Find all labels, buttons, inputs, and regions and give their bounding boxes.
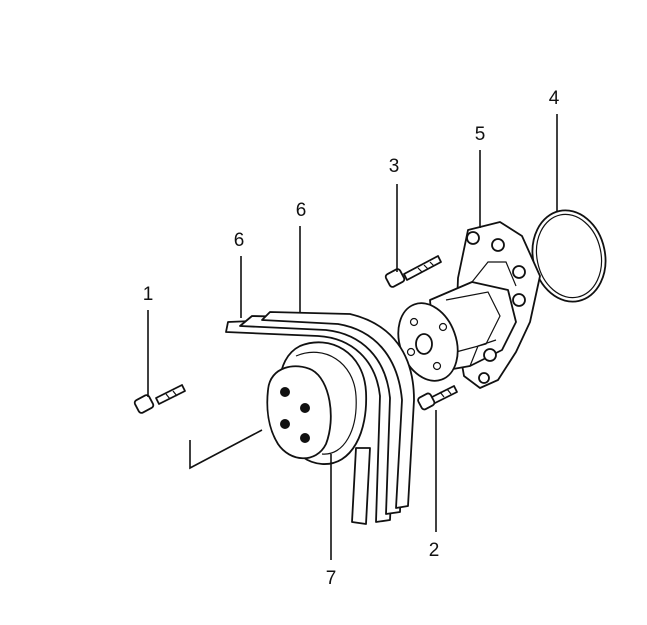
callout-labels: 1 2 3 4 5 6 6 7 [143,88,560,589]
leader-lines [147,114,558,560]
callout-2: 2 [429,540,440,561]
callout-4: 4 [549,88,560,109]
bolt-lower [417,385,458,411]
leader-1-pulley [189,429,263,470]
callout-1: 1 [143,284,154,305]
callout-7: 7 [326,568,337,589]
callout-6a: 6 [234,230,245,251]
gasket-ring [531,209,607,303]
bolt-left [133,384,186,414]
pulley [266,341,368,465]
callout-6b: 6 [296,200,307,221]
pump-housing [397,221,541,389]
bolt-upper [384,255,442,288]
callout-5: 5 [475,124,486,145]
callout-3: 3 [389,156,400,177]
v-belts [225,311,415,525]
